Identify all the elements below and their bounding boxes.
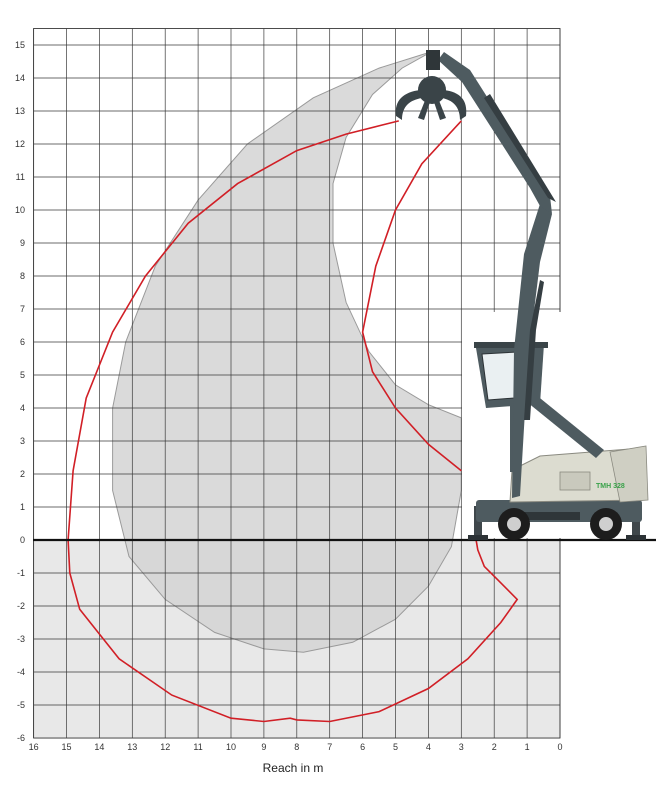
y-tick-label: 10: [15, 205, 25, 215]
grab-tine-right: [442, 90, 467, 120]
y-tick-label: -4: [17, 667, 25, 677]
engine-hood: [559, 471, 591, 491]
y-tick-label: 6: [20, 337, 25, 347]
model-badge: TMH 328: [596, 483, 625, 490]
max-reach-curve: [67, 120, 519, 723]
undercarriage-step: [520, 512, 580, 520]
y-tick-label: 8: [20, 271, 25, 281]
main-boom: [512, 204, 552, 498]
x-tick-label: 8: [294, 742, 299, 752]
x-tick-label: 7: [327, 742, 332, 752]
min-reach-curve: [361, 120, 462, 472]
cab-riser-arm: [522, 390, 604, 458]
x-tick-label: 15: [61, 742, 71, 752]
y-tick-label: 11: [16, 172, 25, 182]
counterweight: [609, 445, 649, 503]
x-tick-label: 14: [94, 742, 104, 752]
outrigger-right: [632, 506, 640, 540]
x-tick-label: 6: [360, 742, 365, 752]
y-tick-label: -1: [17, 568, 25, 578]
y-tick-label: 3: [20, 436, 25, 446]
stick-cylinder: [484, 94, 556, 202]
outrigger-pad-left: [468, 535, 488, 540]
y-tick-label: 7: [20, 304, 25, 314]
grab-tine-center-left: [418, 98, 430, 120]
x-tick-label: 12: [160, 742, 170, 752]
x-tick-label: 3: [459, 742, 464, 752]
cab-window: [481, 351, 519, 401]
y-tick-label: -2: [17, 601, 25, 611]
reach-curves-layer: [67, 120, 519, 723]
x-tick-label: 10: [226, 742, 236, 752]
material-handler-illustration: TMH 328: [33, 50, 656, 542]
y-tick-label: -6: [17, 733, 25, 743]
outrigger-left: [474, 506, 482, 540]
x-tick-label: 13: [127, 742, 137, 752]
wheel-front-hub: [507, 517, 521, 531]
y-tick-label: 15: [15, 40, 25, 50]
grab-rotator: [426, 50, 440, 70]
y-tick-label: 2: [20, 469, 25, 479]
y-tick-label: 1: [20, 502, 25, 512]
y-tick-label: -5: [17, 700, 25, 710]
x-tick-label: 9: [261, 742, 266, 752]
x-axis-title: Reach in m: [263, 761, 324, 775]
y-tick-label: -3: [17, 634, 25, 644]
grab-head: [418, 76, 446, 104]
y-tick-label: 14: [15, 73, 25, 83]
cab-roof: [474, 342, 548, 348]
x-tick-label: 0: [557, 742, 562, 752]
x-tick-label: 4: [426, 742, 431, 752]
wheel-rear-hub: [599, 517, 613, 531]
x-tick-label: 1: [525, 742, 530, 752]
x-tick-label: 11: [193, 742, 202, 752]
boom-cylinder: [524, 280, 544, 420]
y-tick-label: 4: [20, 403, 25, 413]
grab-tine-center-right: [434, 98, 446, 120]
y-tick-label: 5: [20, 370, 25, 380]
y-tick-label: 0: [20, 535, 25, 545]
outrigger-pad-right: [626, 535, 646, 540]
grab-tine-left: [395, 90, 422, 120]
x-tick-label: 16: [29, 742, 39, 752]
x-tick-label: 2: [492, 742, 497, 752]
y-tick-label: 13: [15, 106, 25, 116]
y-tick-label: 9: [20, 238, 25, 248]
x-tick-label: 5: [393, 742, 398, 752]
stick-arm: [438, 52, 552, 214]
y-tick-label: 12: [15, 139, 25, 149]
